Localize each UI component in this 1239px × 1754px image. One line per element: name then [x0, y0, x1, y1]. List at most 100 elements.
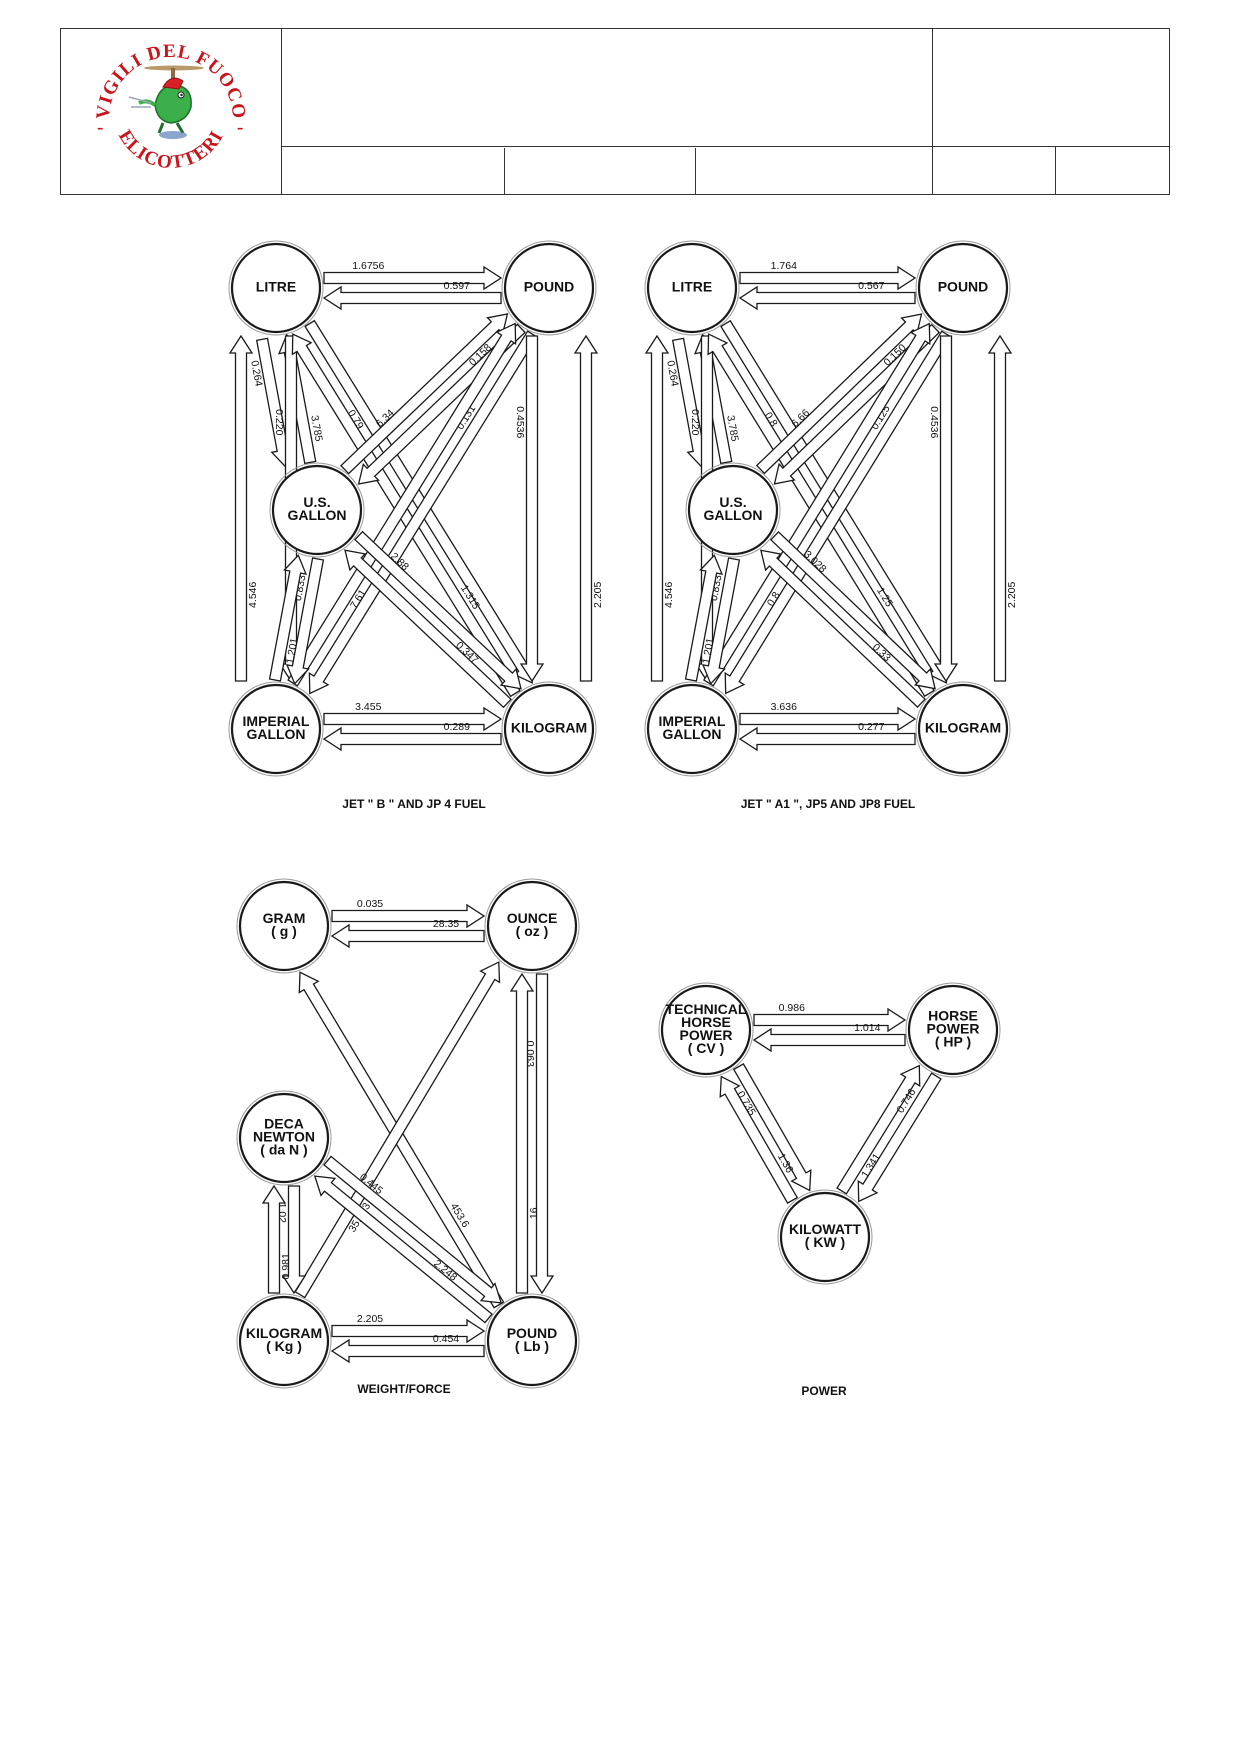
power-node-kw	[779, 1191, 871, 1283]
power-node-cv-label: ( CV )	[688, 1040, 725, 1056]
jeta1-node-kg-label: KILOGRAM	[925, 720, 1001, 736]
weight-node-ounce-halo	[484, 878, 580, 974]
power-caption: POWER	[801, 1384, 847, 1398]
weight-edge-pound-ounce-arrow	[509, 972, 535, 1294]
jeta1-edge-litre-pound-arrow	[739, 265, 917, 291]
vigili-del-fuoco-logo: VIGILI DEL FUOCO ELICOTTERI - -	[93, 41, 249, 173]
jetb-edge-usgal-pound-arrow	[340, 313, 509, 475]
jetb-edge-usgal-litre-label: 3.785	[308, 414, 325, 442]
power-edge-cv-hp-arrow	[753, 1007, 907, 1033]
jetb-edge-litre-pound-label: 1.6756	[352, 260, 384, 272]
power-node-cv	[660, 984, 752, 1076]
weight-caption: WEIGHT/FORCE	[357, 1382, 450, 1396]
header-right-cell	[932, 27, 1170, 148]
weight-node-pound-label: POUND	[507, 1325, 558, 1341]
header-title-cell	[281, 27, 933, 148]
weight-node-kilogram	[238, 1295, 330, 1387]
weight-node-kilogram-label: KILOGRAM	[246, 1325, 322, 1341]
jetb-node-impgal-label: IMPERIAL	[243, 713, 310, 729]
jetb-edge-pound-impgal-arrow	[308, 330, 538, 695]
jeta1-edge-litre-usgal-label: 0.264	[664, 359, 681, 387]
power-edge-kw-cv-arrow	[719, 1075, 799, 1204]
weight-node-ounce-label: OUNCE	[507, 910, 558, 926]
jetb-edge-impgal-usgal-arrow	[268, 554, 308, 682]
jeta1-edge-kg-usgal-arrow	[760, 549, 927, 709]
weight-edge-decanewton-kilogram-arrow	[281, 1185, 307, 1295]
jetb-node-litre	[230, 242, 322, 334]
diagram-weight: 0.03528.350.06316453.635.2731.020.9812.2…	[236, 878, 580, 1396]
jetb-edge-litre-impgal-label: 0.220	[273, 409, 285, 435]
jeta1-node-pound	[917, 242, 1009, 334]
jetb-edge-kg-impgal-label: 0.289	[444, 721, 470, 733]
weight-node-pound-halo	[484, 1293, 580, 1389]
jeta1-caption: JET " A1 ", JP5 AND JP8 FUEL	[741, 797, 916, 811]
weight-node-decanewton-label: DECA	[264, 1116, 304, 1132]
jetb-edge-impgal-pound-arrow	[287, 322, 517, 687]
weight-node-decanewton-label: ( da N )	[260, 1142, 307, 1158]
weight-edge-kilogram-decanewton-arrow	[261, 1184, 287, 1294]
jetb-node-kg	[503, 683, 595, 775]
jeta1-node-impgal-halo	[644, 681, 740, 777]
power-node-cv-label: TECHNICAL	[666, 1001, 747, 1017]
power-edge-kw-hp-arrow	[836, 1064, 921, 1195]
jeta1-edge-kg-pound-arrow	[987, 334, 1013, 682]
weight-node-ounce	[486, 880, 578, 972]
jeta1-edge-litre-impgal-label: 0.220	[689, 409, 701, 435]
jeta1-edge-pound-impgal-arrow	[724, 330, 952, 695]
weight-edge-ounce-gram-arrow	[330, 923, 485, 949]
jetb-edge-impgal-usgal-label: 1.201	[284, 637, 301, 665]
jeta1-edge-litre-pound-label: 1.764	[771, 260, 797, 272]
power-node-hp-label: HORSE	[928, 1008, 978, 1024]
power-edge-hp-cv-label: 1.014	[854, 1022, 880, 1034]
jeta1-edge-impgal-usgal-arrow	[684, 554, 724, 682]
jetb-edge-usgal-impgal-arrow	[285, 557, 325, 685]
jetb-edge-pound-litre-arrow	[322, 285, 502, 311]
weight-edge-ounce-pound-arrow	[529, 973, 555, 1295]
jeta1-node-litre-label: LITRE	[672, 279, 712, 295]
jeta1-edge-impgal-kg-label: 3.636	[771, 701, 797, 713]
jetb-edge-impgal-kg-label: 3.455	[355, 701, 381, 713]
power-node-kw-label: KILOWATT	[789, 1221, 862, 1237]
weight-edge-gram-ounce-label: 0.035	[357, 898, 383, 910]
diagram-jetb: 1.67560.5970.2643.7850.2204.5460.791.315…	[228, 240, 604, 811]
jeta1-edge-impgal-litre-arrow	[644, 334, 670, 682]
weight-edge-kilogram-decanewton-label: 0.981	[280, 1253, 292, 1279]
jeta1-node-litre	[646, 242, 738, 334]
jeta1-edge-usgal-kg-arrow	[769, 530, 936, 690]
weight-edge-kilogram-ounce-arrow	[294, 961, 501, 1299]
jeta1-node-impgal-label: GALLON	[662, 726, 721, 742]
weight-node-gram-label: GRAM	[263, 910, 306, 926]
jetb-edge-litre-usgal-label: 0.264	[248, 359, 265, 387]
jetb-edge-kg-pound-label: 2.205	[592, 582, 604, 608]
power-edge-hp-cv-arrow	[752, 1027, 906, 1053]
jetb-edge-impgal-litre-arrow	[228, 334, 254, 682]
jetb-edge-kg-pound-arrow	[573, 334, 599, 682]
weight-edge-gram-ounce-arrow	[331, 903, 486, 929]
jeta1-edge-kg-impgal-arrow	[738, 726, 916, 752]
header-field-4	[932, 146, 1056, 195]
jetb-edge-impgal-kg-arrow	[323, 706, 503, 732]
weight-node-kilogram-halo	[236, 1293, 332, 1389]
weight-edge-decanewton-pound-arrow	[323, 1155, 503, 1304]
power-node-hp-label: ( HP )	[935, 1034, 971, 1050]
weight-node-ounce-label: ( oz )	[516, 923, 549, 939]
header-field-1	[282, 147, 505, 194]
jetb-edge-impgal-litre-label: 4.546	[247, 582, 259, 608]
weight-node-gram-label: ( g )	[271, 923, 297, 939]
weight-node-pound-label: ( Lb )	[515, 1338, 549, 1354]
weight-edge-pound-decanewton-arrow	[313, 1175, 493, 1324]
power-node-cv-label: POWER	[680, 1027, 733, 1043]
power-node-cv-label: HORSE	[681, 1014, 731, 1030]
jetb-edge-litre-pound-arrow	[323, 265, 503, 291]
weight-node-gram-halo	[236, 878, 332, 974]
jetb-node-impgal-halo	[228, 681, 324, 777]
weight-edge-kilogram-pound-label: 2.205	[357, 1313, 383, 1325]
jetb-node-pound-halo	[501, 240, 597, 336]
diagram-jeta1: 1.7640.5670.2643.7850.2204.5460.81.250.1…	[644, 240, 1018, 811]
jeta1-edge-usgal-litre-label: 3.785	[724, 414, 741, 442]
weight-node-pound	[486, 1295, 578, 1387]
jetb-node-impgal-label: GALLON	[246, 726, 305, 742]
jetb-edge-kg-usgal-arrow	[344, 549, 512, 709]
header-field-2	[504, 147, 696, 194]
power-node-hp	[907, 984, 999, 1076]
